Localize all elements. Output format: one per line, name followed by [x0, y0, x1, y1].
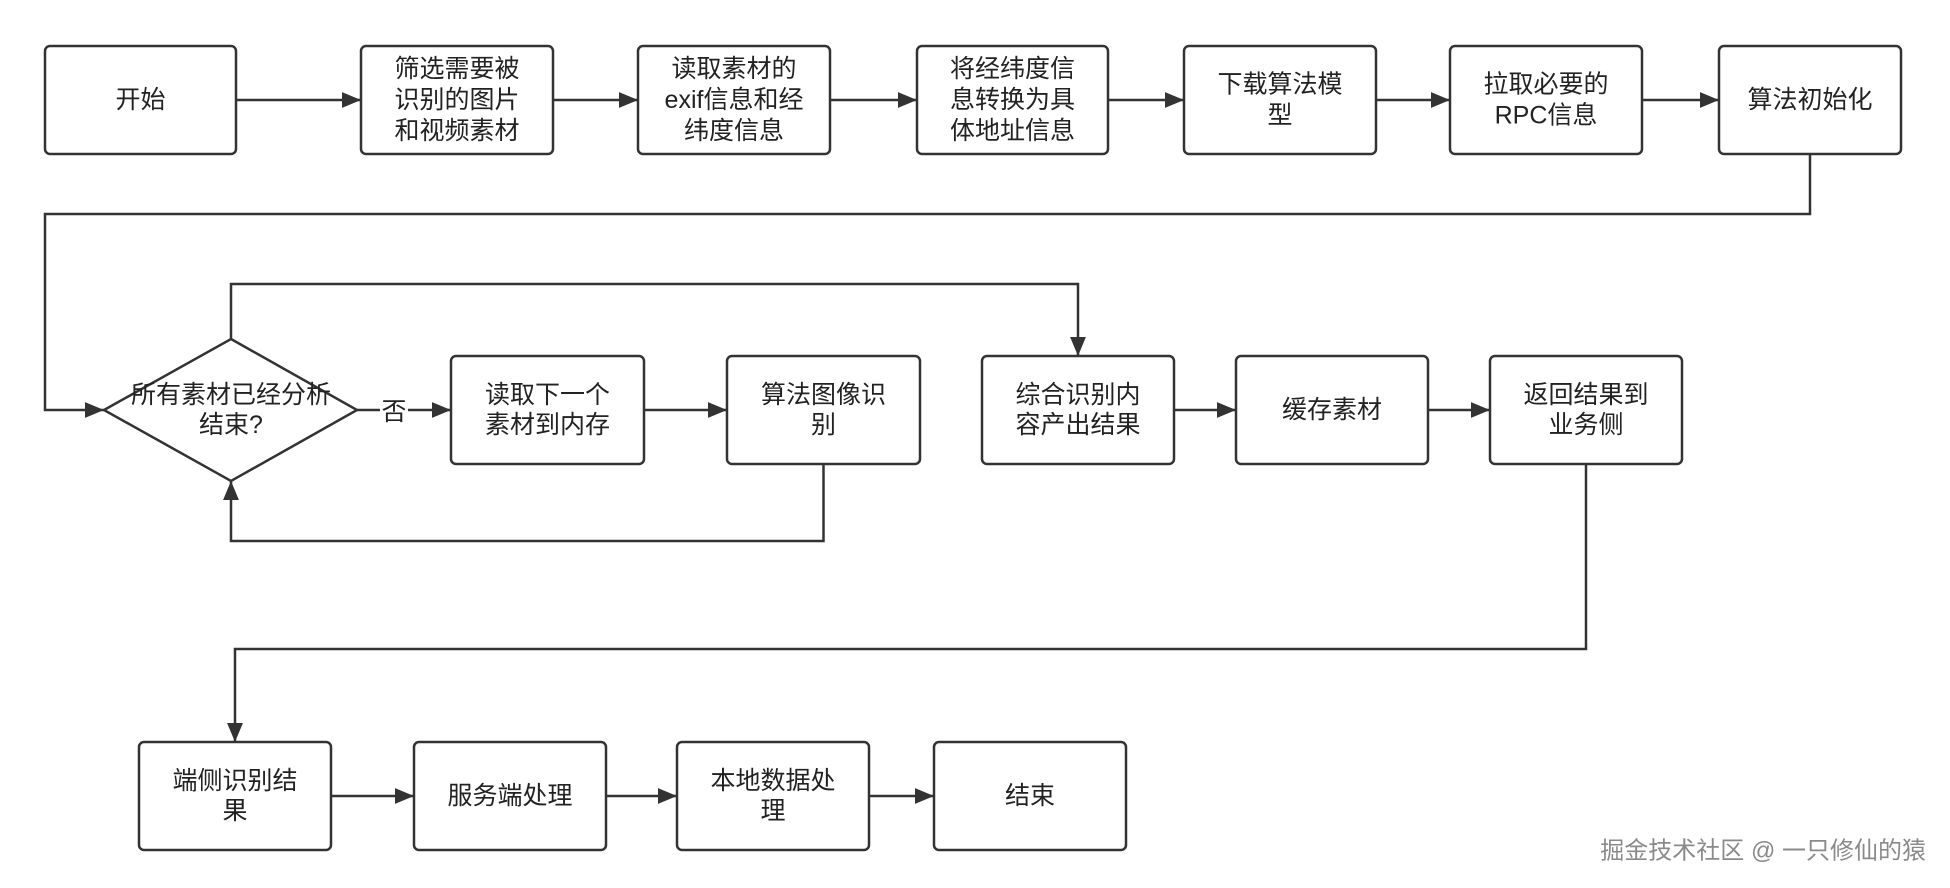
decision-diamond: [101, 337, 360, 483]
read-exif-label-line: 读取素材的: [671, 55, 796, 83]
decision-label-line: 所有素材已经分析: [131, 381, 331, 409]
algo-init-label: 算法初始化: [1747, 86, 1872, 114]
server-processing-label: 服务端处理: [447, 782, 572, 810]
image-recognition-box: [725, 354, 922, 466]
geocode-label-line: 体地址信息: [950, 117, 1075, 145]
download-model-label-line: 型: [1267, 102, 1292, 130]
read-next-label-line: 素材到内存: [485, 411, 610, 439]
device-results-box: [137, 740, 333, 852]
aggregate-results-label-line: 容产出结果: [1015, 411, 1140, 439]
select-materials-label-line: 筛选需要被: [394, 55, 519, 83]
node-all-done-decision: 所有素材已经分析 结束?: [101, 337, 360, 483]
watermark-text: 掘金技术社区 @ 一只修仙的猿: [1600, 838, 1926, 865]
node-download-model: 下载算法模 型: [1182, 44, 1378, 156]
fetch-rpc-box: [1448, 44, 1644, 156]
return-results-box: [1488, 354, 1684, 466]
edge-label-background: [380, 395, 408, 425]
decision-label-line: 结束?: [199, 411, 263, 439]
node-end: 结束: [932, 740, 1128, 852]
node-local-processing: 本地数据处 理: [675, 740, 871, 852]
node-aggregate-results: 综合识别内 容产出结果: [980, 354, 1176, 466]
geocode-label-line: 息转换为具: [950, 86, 1075, 114]
arrow-return-results-to-device-results: [227, 464, 1588, 742]
read-exif-label-line: 纬度信息: [684, 117, 784, 145]
local-processing-box: [675, 740, 871, 852]
node-geocode: 将经纬度信 息转换为具 体地址信息: [915, 44, 1110, 156]
download-model-box: [1182, 44, 1378, 156]
node-server-processing: 服务端处理: [412, 740, 608, 852]
select-materials-label-line: 识别的图片: [394, 86, 519, 114]
image-recognition-label-line: 算法图像识: [761, 381, 886, 409]
return-results-label-line: 业务侧: [1548, 411, 1623, 439]
node-cache-materials: 缓存素材: [1234, 354, 1430, 466]
arrow-image-recognition-loop-to-decision: [223, 464, 825, 543]
device-results-label-line: 端侧识别结: [172, 767, 297, 795]
image-recognition-label-line: 别: [811, 411, 836, 439]
node-read-next: 读取下一个 素材到内存: [449, 354, 646, 466]
node-fetch-rpc: 拉取必要的 RPC信息: [1448, 44, 1644, 156]
node-start: 开始: [43, 44, 238, 156]
node-return-results: 返回结果到 业务侧: [1488, 354, 1684, 466]
node-select-materials: 筛选需要被 识别的图片 和视频素材: [359, 44, 555, 156]
aggregate-results-box: [980, 354, 1176, 466]
arrow-decision-yes-to-aggregate-results: [229, 282, 1086, 356]
read-next-label-line: 读取下一个: [485, 381, 610, 409]
read-exif-label-line: exif信息和经: [665, 86, 804, 114]
start-label: 开始: [115, 86, 165, 114]
download-model-label-line: 下载算法模: [1217, 71, 1342, 99]
fetch-rpc-label-line: RPC信息: [1495, 102, 1598, 130]
end-label: 结束: [1005, 782, 1055, 810]
aggregate-results-label-line: 综合识别内: [1015, 381, 1140, 409]
node-image-recognition: 算法图像识 别: [725, 354, 922, 466]
geocode-label-line: 将经纬度信: [950, 55, 1075, 83]
node-algo-init: 算法初始化: [1717, 44, 1903, 156]
cache-materials-label: 缓存素材: [1282, 396, 1382, 424]
fetch-rpc-label-line: 拉取必要的: [1483, 71, 1608, 99]
device-results-label-line: 果: [222, 797, 247, 825]
local-processing-label-line: 理: [760, 797, 785, 825]
edge-label-no: 否: [381, 398, 406, 426]
arrow-algo-init-to-decision: [43, 154, 1812, 418]
select-materials-label-line: 和视频素材: [394, 117, 519, 145]
return-results-label-line: 返回结果到: [1523, 381, 1648, 409]
local-processing-label-line: 本地数据处: [710, 767, 835, 795]
node-read-exif: 读取素材的 exif信息和经 纬度信息: [636, 44, 832, 156]
node-device-results: 端侧识别结 果: [137, 740, 333, 852]
read-next-box: [449, 354, 646, 466]
